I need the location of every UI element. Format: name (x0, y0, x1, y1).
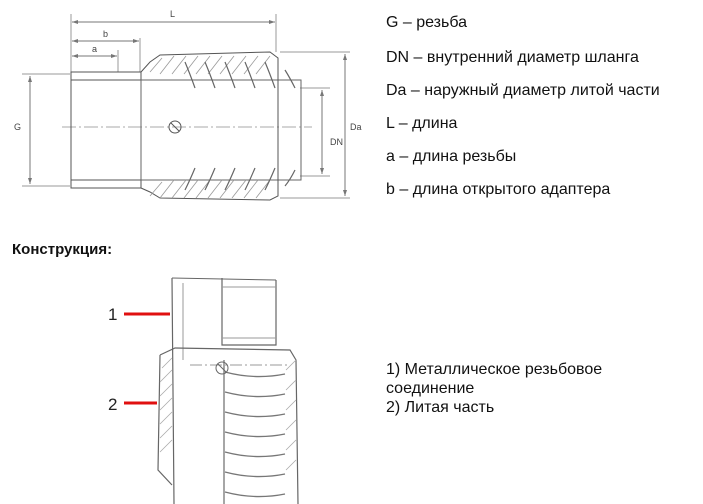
threaded-adapter (70, 71, 142, 189)
legend-item-a: a – длина резьбы (386, 148, 517, 165)
dim-label-L: L (170, 9, 175, 19)
molded-part (159, 347, 299, 504)
construction-title: Конструкция: (12, 241, 113, 258)
molded-body-outline (140, 51, 279, 201)
parts-list: 1) Металлическое резьбовое соединение 2)… (386, 360, 602, 417)
dim-label-G: G (14, 122, 21, 132)
callout-1: 1 (108, 305, 117, 324)
construction-drawing (124, 277, 299, 504)
screw-bottom (215, 361, 229, 375)
dim-label-b: b (103, 29, 108, 39)
legend-item-g: G – резьба (386, 14, 468, 31)
part-2: 2) Литая часть (386, 399, 495, 416)
callout-2: 2 (108, 395, 117, 414)
part-1-line-1: 1) Металлическое резьбовое (386, 361, 603, 378)
legend-item-l: L – длина (386, 115, 458, 132)
dim-label-Da: Da (350, 122, 362, 132)
legend-item-b: b – длина открытого адаптера (386, 181, 611, 198)
screw (168, 120, 182, 134)
part-1-line-2: соединение (386, 380, 475, 397)
top-technical-drawing (22, 14, 350, 201)
legend-item-dn: DN – внутренний диаметр шланга (386, 49, 639, 66)
dim-label-a: a (92, 44, 97, 54)
legend-item-da: Da – наружный диаметр литой части (386, 82, 660, 99)
metal-threaded-connection (171, 277, 277, 504)
dim-label-DN: DN (330, 137, 343, 147)
